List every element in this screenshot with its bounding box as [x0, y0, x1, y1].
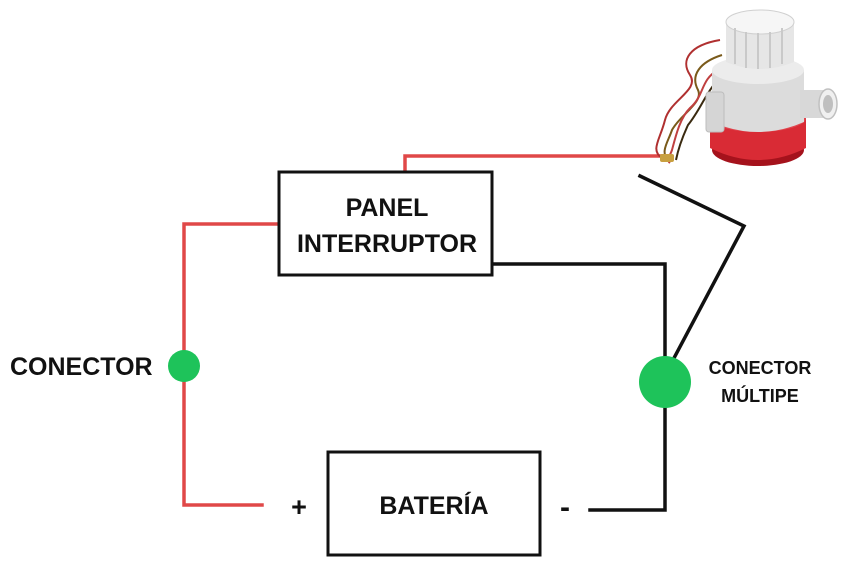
battery-plus-label: +	[291, 492, 307, 522]
panel-interruptor-box	[277, 170, 494, 277]
multi-connector-label-line1: CONECTOR	[709, 358, 812, 378]
connector-node	[168, 350, 200, 382]
black-wire-multiconnector-to-battery	[588, 378, 667, 512]
black-wire-pump-to-multiconnector	[637, 173, 747, 378]
battery-minus-label: -	[560, 491, 570, 524]
multi-connector-label-line2: MÚLTIPE	[721, 385, 799, 406]
multi-connector-node	[639, 356, 691, 408]
battery-label: BATERÍA	[379, 491, 488, 520]
bilge-pump-icon	[655, 9, 838, 166]
panel-label-line2: INTERRUPTOR	[297, 230, 477, 258]
panel-label-line1: PANEL	[346, 194, 429, 222]
battery-box	[326, 450, 542, 557]
black-wire-panel-to-multiconnector	[423, 262, 667, 382]
connector-label: CONECTOR	[10, 353, 153, 381]
